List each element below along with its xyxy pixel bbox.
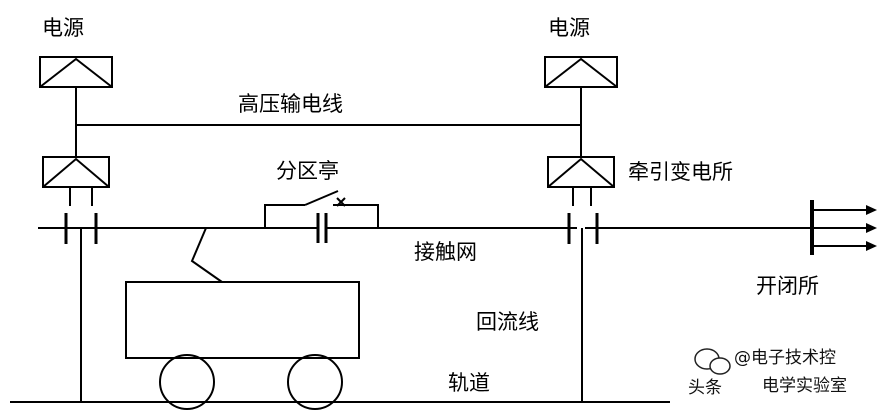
section-post-label: 分区亭 [276, 159, 339, 183]
right-substation-breaker [567, 187, 599, 244]
arrow-right-icon [866, 241, 877, 251]
power-source-left-label: 电源 [42, 16, 84, 40]
return-line-label: 回流线 [476, 310, 539, 334]
switching-station-feeders [812, 209, 868, 247]
pantograph [190, 227, 223, 283]
switching-station-label: 开闭所 [756, 274, 819, 298]
transformer-left-box [42, 156, 110, 188]
power-source-right-label: 电源 [548, 16, 590, 40]
arrow-right-icon [866, 223, 877, 233]
feeder-arrowheads [866, 205, 877, 251]
watermark-line2: 电学实验室 [762, 376, 847, 396]
arrow-right-icon [866, 205, 877, 215]
left-substation-breaker [64, 187, 98, 244]
rail-label: 轨道 [448, 371, 490, 395]
train-body [125, 281, 360, 359]
wechat-logo-icon [694, 348, 731, 375]
train-wheel-left [159, 354, 215, 410]
power-source-right-box [544, 56, 618, 88]
catenary-label: 接触网 [414, 240, 477, 264]
traction-substation-label: 牵引变电所 [628, 160, 733, 184]
power-source-left-box [39, 56, 113, 88]
watermark-account: @电子技术控 [734, 348, 836, 368]
train-wheel-right [287, 354, 343, 410]
section-post-switch [264, 190, 379, 243]
traction-substation-box [547, 156, 615, 188]
hv-line-label: 高压输电线 [238, 92, 343, 116]
watermark-prefix: 头条 [688, 378, 722, 398]
